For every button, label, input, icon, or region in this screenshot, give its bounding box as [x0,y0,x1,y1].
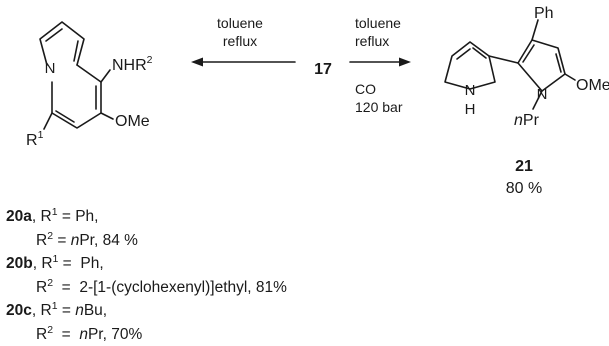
left-condition-2: reflux [223,33,257,49]
left-arrow-head [191,58,203,67]
c20-pyridine-ring [52,65,101,128]
entry-20c-line-1: 20c, R1 = nBu, [6,299,566,323]
c20-nhr-label: NHR2 [112,54,153,74]
c20-double-bond-a [46,29,62,41]
c21-nh-n-atom: N [465,82,476,99]
c21-n-atom: N [537,86,548,103]
c21-npr-label: nPr [514,112,540,129]
c21-biaryl-bond [489,56,518,63]
left-condition-1: toluene [217,15,263,31]
c21-ome-label: OMe [576,77,609,94]
right-condition-2: reflux [355,33,389,49]
c20-ome-label: OMe [115,113,150,130]
c21-ph-label: Ph [534,5,554,22]
c20-double-bond-b [74,41,78,61]
entry-20a-line-1: 20a, R1 = Ph, [6,205,566,229]
entry-id: 20c [6,302,32,319]
c20-r1-label: R1 [26,129,44,149]
compound-21-yield: 80 % [506,180,542,197]
c21-ph-bond [532,20,538,40]
compound-20-entries: 20a, R1 = Ph, R2 = nPr, 84 % 20b, R1 = P… [6,205,566,346]
entry-20c-line-2: R2 = nPr, 70% [6,323,566,346]
right-arrow-head [399,58,411,67]
entry-20b-line-2: R2 = 2-[1-(cyclohexenyl)]ethyl, 81% [6,276,566,300]
compound-21-id: 21 [515,158,533,175]
c20-n-atom: N [45,60,56,77]
entry-20b-line-1: 20b, R1 = Ph, [6,252,566,276]
reagent-17: 17 [314,61,332,78]
c21-ome-bond [565,74,575,80]
c20-nhr-bond [101,70,110,82]
c21-right-ring [518,40,565,91]
right-condition-1: toluene [355,15,401,31]
entry-id: 20b [6,255,33,272]
c21-nh-h-atom: H [465,101,476,118]
right-condition-4: 120 bar [355,99,403,115]
entry-id: 20a [6,208,32,225]
right-condition-3: CO [355,81,376,97]
c20-ome-bond [101,113,113,119]
c20-r1-bond [44,113,52,129]
entry-20a-line-2: R2 = nPr, 84 % [6,229,566,253]
